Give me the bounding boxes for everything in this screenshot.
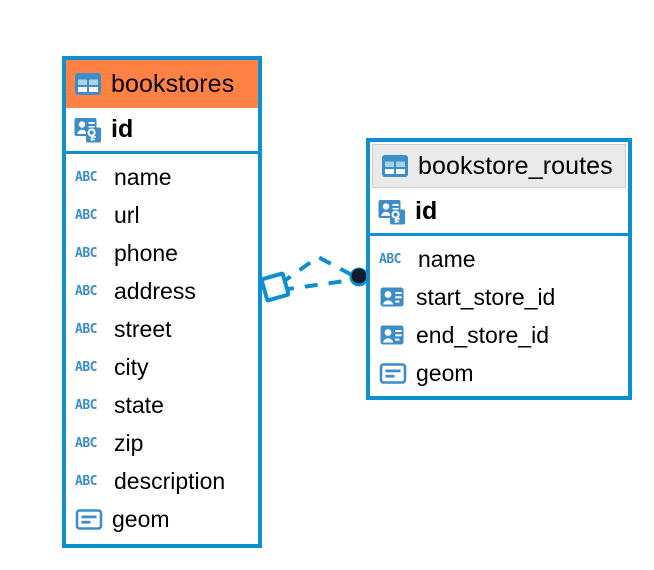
field-row-description[interactable]: ABC description — [66, 462, 258, 500]
field-label-geom: geom — [112, 505, 170, 532]
entity-title-bookstores: bookstores — [111, 69, 235, 98]
field-row-start-store-id[interactable]: start_store_id — [370, 278, 628, 316]
field-label-url: url — [114, 201, 140, 228]
field-label-address: address — [114, 277, 196, 304]
relationship-line-lower — [280, 278, 353, 292]
field-row-zip[interactable]: ABC zip — [66, 424, 258, 462]
field-row-id-bookstores[interactable]: id — [66, 108, 258, 154]
field-row-phone[interactable]: ABC phone — [66, 234, 258, 272]
field-label-state: state — [114, 391, 164, 418]
field-row-city[interactable]: ABC city — [66, 348, 258, 386]
foreign-key-icon — [379, 323, 407, 347]
field-row-id-bookstore-routes[interactable]: id — [370, 190, 628, 236]
abc-icon: ABC — [75, 169, 97, 185]
abc-icon: ABC — [75, 397, 97, 413]
field-row-end-store-id[interactable]: end_store_id — [370, 316, 628, 354]
abc-icon: ABC — [75, 207, 97, 223]
abc-icon: ABC — [379, 251, 401, 267]
entity-title-bookstore-routes: bookstore_routes — [418, 151, 613, 180]
field-label-start-store-id: start_store_id — [416, 283, 556, 310]
field-label-city: city — [114, 353, 149, 380]
field-label-id: id — [415, 197, 438, 225]
table-icon — [381, 154, 409, 178]
abc-icon: ABC — [75, 245, 97, 261]
field-row-geom[interactable]: geom — [66, 500, 258, 538]
abc-icon: ABC — [75, 321, 97, 337]
field-row-state[interactable]: ABC state — [66, 386, 258, 424]
diamond-marker — [259, 271, 291, 303]
field-row-url[interactable]: ABC url — [66, 196, 258, 234]
field-label-name: name — [418, 245, 476, 272]
primary-key-icon — [378, 199, 406, 225]
field-label-name: name — [114, 163, 172, 190]
field-label-zip: zip — [114, 429, 144, 456]
table-icon — [74, 72, 102, 96]
field-label-id: id — [111, 115, 134, 143]
entity-bookstore-routes[interactable]: bookstore_routes id — [366, 138, 632, 400]
entity-bookstores[interactable]: bookstores id — [62, 56, 262, 548]
entity-header-bookstores[interactable]: bookstores — [66, 60, 258, 108]
field-row-street[interactable]: ABC street — [66, 310, 258, 348]
field-row-geom[interactable]: geom — [370, 354, 628, 392]
foreign-key-icon — [379, 285, 407, 309]
relationship-line-upper — [278, 254, 353, 286]
abc-icon: ABC — [75, 473, 97, 489]
geometry-icon — [379, 361, 407, 385]
field-label-description: description — [114, 467, 226, 494]
primary-key-icon — [74, 117, 102, 143]
geometry-icon — [75, 507, 103, 531]
field-list-bookstores: ABC name ABC url ABC phone ABC address A… — [66, 154, 258, 538]
field-label-end-store-id: end_store_id — [416, 321, 549, 348]
field-row-address[interactable]: ABC address — [66, 272, 258, 310]
field-label-street: street — [114, 315, 172, 342]
field-label-geom: geom — [416, 359, 474, 386]
field-list-bookstore-routes: ABC name start_store_id — [370, 236, 628, 392]
field-row-name[interactable]: ABC name — [370, 240, 628, 278]
field-label-phone: phone — [114, 239, 178, 266]
abc-icon: ABC — [75, 283, 97, 299]
field-row-name[interactable]: ABC name — [66, 158, 258, 196]
entity-header-bookstore-routes[interactable]: bookstore_routes — [372, 144, 626, 188]
abc-icon: ABC — [75, 359, 97, 375]
abc-icon: ABC — [75, 435, 97, 451]
